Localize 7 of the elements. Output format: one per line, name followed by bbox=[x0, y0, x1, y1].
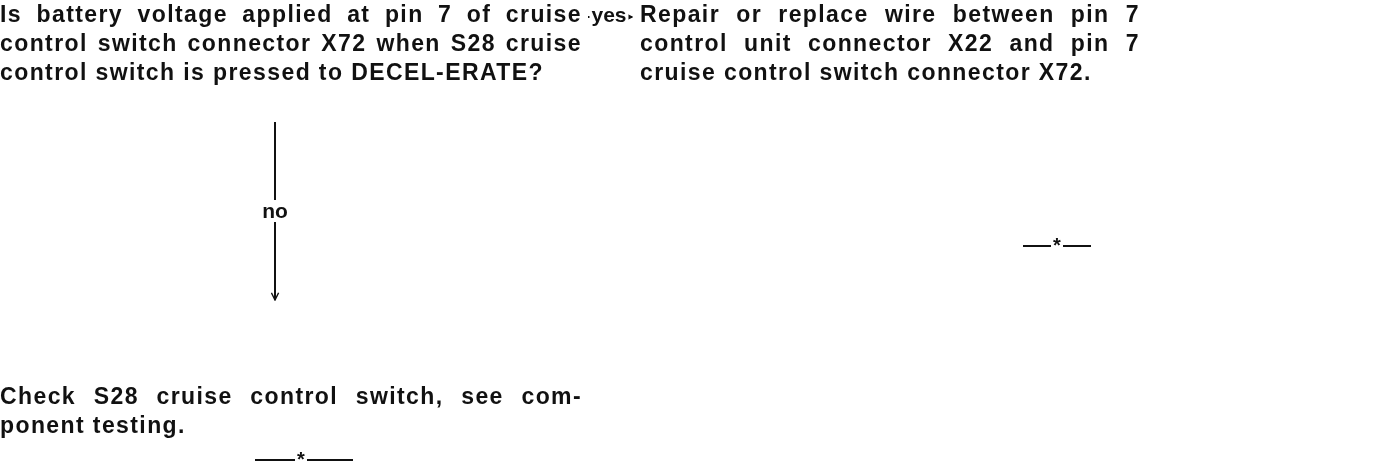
step-text: Check S28 cruise control switch, see com-ponent testing. bbox=[0, 382, 582, 440]
edge-label: no bbox=[260, 200, 290, 222]
step-text: Repair or replace wire between pin 7 control unit connector X22 and pin 7 cruise control switch connector X72. bbox=[640, 0, 1140, 87]
end-mark: * bbox=[1023, 234, 1091, 257]
arrow bbox=[270, 121, 280, 301]
end-mark: * bbox=[255, 448, 353, 466]
step-text: Is battery voltage applied at pin 7 of cruise control switch connector X72 when S28 cruise control switch is pressed to DECEL-ERATE? bbox=[0, 0, 582, 87]
